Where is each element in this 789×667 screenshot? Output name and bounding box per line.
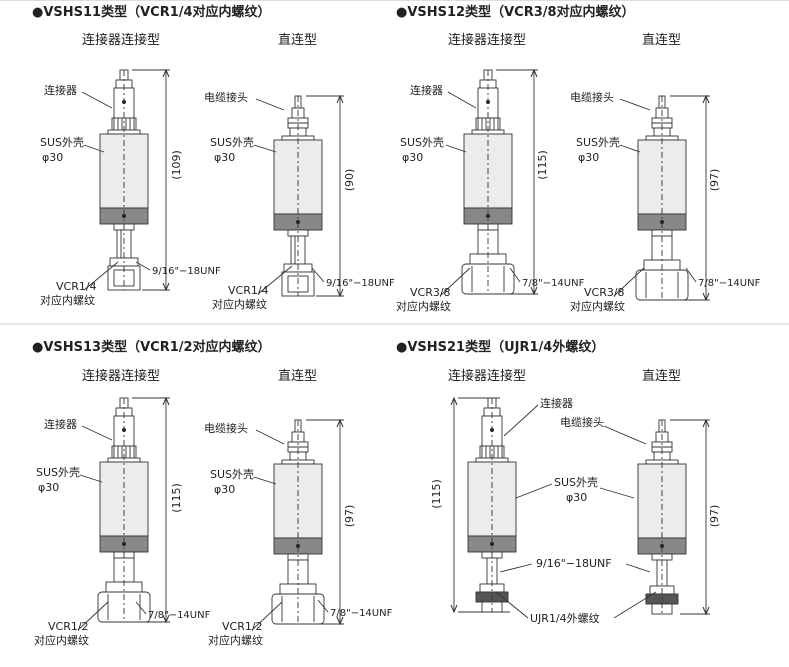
port-label: VCR3/8 bbox=[584, 286, 625, 299]
dimension-arrow bbox=[702, 94, 710, 104]
cable-gland-label: 电缆接头 bbox=[204, 422, 248, 435]
panel-title: ●VSHS13类型（VCR1/2对应内螺纹） bbox=[32, 339, 271, 355]
shell-label: SUS外壳 bbox=[576, 135, 620, 149]
thread-label: 7/8"−14UNF bbox=[148, 610, 211, 621]
dimension-arrow bbox=[702, 606, 710, 616]
port-label: 对应内螺纹 bbox=[570, 299, 625, 313]
port-label: 对应内螺纹 bbox=[34, 633, 89, 647]
port-label: VCR1/4 bbox=[56, 280, 97, 293]
thread-label: 9/16"−18UNF bbox=[326, 278, 395, 289]
dimension-arrow bbox=[702, 292, 710, 302]
diameter-label: φ30 bbox=[42, 151, 63, 164]
dimension-arrow bbox=[450, 604, 458, 614]
port-label: VCR1/2 bbox=[48, 620, 89, 633]
diameter-label: φ30 bbox=[578, 151, 599, 164]
cable-gland-label: 电缆接头 bbox=[204, 91, 248, 104]
type-label: 连接器连接型 bbox=[448, 368, 526, 384]
dimension-label: (115) bbox=[170, 483, 183, 513]
thread-label: 7/8"−14UNF bbox=[330, 608, 393, 619]
port-label: VCR1/2 bbox=[222, 620, 263, 633]
diameter-label: φ30 bbox=[38, 481, 59, 494]
type-label: 连接器连接型 bbox=[448, 32, 526, 48]
cable-gland-label: 电缆接头 bbox=[570, 91, 614, 104]
dimension-arrow bbox=[336, 288, 344, 298]
shell-label: SUS外壳 bbox=[210, 135, 254, 149]
port-label: 对应内螺纹 bbox=[208, 633, 263, 647]
port-label: 对应内螺纹 bbox=[40, 293, 95, 307]
screw-dot bbox=[122, 214, 126, 218]
port-label: 对应内螺纹 bbox=[396, 299, 451, 313]
dimension-arrow bbox=[336, 616, 344, 626]
shell-label: SUS外壳 bbox=[210, 467, 254, 481]
dimension-arrow bbox=[450, 396, 458, 406]
shell-label: SUS外壳 bbox=[400, 135, 444, 149]
thread-label: 9/16"−18UNF bbox=[152, 266, 221, 277]
diameter-label: φ30 bbox=[402, 151, 423, 164]
panel-title: ●VSHS11类型（VCR1/4对应内螺纹） bbox=[32, 4, 271, 20]
dimension-label: (115) bbox=[430, 479, 443, 509]
cable-gland-label: 电缆接头 bbox=[560, 416, 604, 429]
sensor-drawings bbox=[97, 68, 710, 626]
shell-label: SUS外壳 bbox=[40, 135, 84, 149]
dimension-arrow bbox=[336, 418, 344, 428]
thread-label: 9/16"−18UNF bbox=[536, 557, 612, 570]
dimension-arrow bbox=[336, 94, 344, 104]
connector-label: 连接器 bbox=[44, 84, 77, 97]
dimension-label: (90) bbox=[343, 169, 356, 192]
dimension-label: (97) bbox=[343, 505, 356, 528]
dimension-arrow bbox=[162, 396, 170, 406]
dimension-arrow bbox=[530, 68, 538, 78]
connector-label: 连接器 bbox=[44, 418, 77, 431]
dimension-arrow bbox=[162, 614, 170, 624]
female-port bbox=[97, 591, 151, 623]
connector-label: 连接器 bbox=[410, 84, 443, 97]
shell-label: SUS外壳 bbox=[36, 465, 80, 479]
thread-label: 7/8"−14UNF bbox=[698, 278, 761, 289]
dimension-label: (109) bbox=[170, 150, 183, 180]
panel-title: ●VSHS21类型（UJR1/4外螺纹） bbox=[396, 339, 604, 355]
type-label: 直连型 bbox=[278, 32, 317, 48]
port-label: VCR3/8 bbox=[410, 286, 451, 299]
type-label: 连接器连接型 bbox=[82, 32, 160, 48]
diameter-label: φ30 bbox=[214, 483, 235, 496]
dimension-arrow bbox=[162, 68, 170, 78]
dimension-arrow bbox=[702, 418, 710, 428]
female-port bbox=[461, 263, 515, 295]
dimension-arrow bbox=[162, 282, 170, 292]
connector-label: 连接器 bbox=[540, 397, 573, 410]
thread-label: 7/8"−14UNF bbox=[522, 278, 585, 289]
type-label: 连接器连接型 bbox=[82, 368, 160, 384]
diameter-label: φ30 bbox=[566, 491, 587, 504]
type-label: 直连型 bbox=[642, 32, 681, 48]
type-label: 直连型 bbox=[642, 368, 681, 384]
leader-lines bbox=[77, 91, 697, 631]
port-label: 对应内螺纹 bbox=[212, 297, 267, 311]
shell-label: SUS外壳 bbox=[554, 475, 598, 489]
dimension-label: (97) bbox=[708, 169, 721, 192]
port-label: UJR1/4外螺纹 bbox=[530, 611, 600, 625]
dimension-label: (115) bbox=[536, 150, 549, 180]
type-label: 直连型 bbox=[278, 368, 317, 384]
dimension-arrow bbox=[530, 286, 538, 296]
diameter-label: φ30 bbox=[214, 151, 235, 164]
panel-title: ●VSHS12类型（VCR3/8对应内螺纹） bbox=[396, 4, 635, 20]
dimension-label: (97) bbox=[708, 505, 721, 528]
